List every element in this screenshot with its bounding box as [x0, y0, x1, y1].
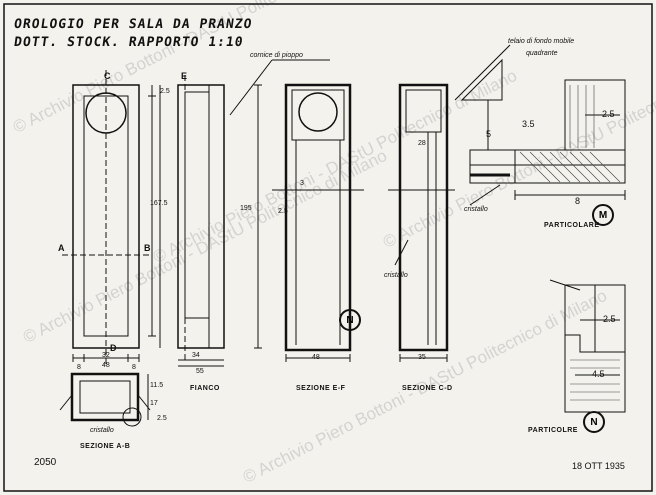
section-letter-b: B [144, 243, 151, 253]
dim-48-front: 48 [102, 362, 110, 369]
section-letter-c: C [104, 71, 111, 81]
note-cristallo-m: cristallo [464, 206, 488, 213]
title-line2: DOTT. STOCK. RAPPORTO 1:10 [12, 35, 245, 50]
dim-2-5-m: 2.5 [602, 109, 615, 119]
side-view [159, 59, 330, 367]
dim-3-ef: 3 [300, 180, 304, 187]
label-sezione-ab: SEZIONE A-B [80, 443, 131, 450]
section-ab [59, 372, 151, 427]
dim-3-5-m: 3.5 [522, 119, 535, 129]
dim-17: 17 [150, 400, 158, 407]
dim-34: 34 [192, 352, 200, 359]
dim-2-5: 2.5 [160, 88, 170, 95]
section-ef [272, 83, 364, 362]
dim-8-right: 8 [132, 364, 136, 371]
note-telaio: telaio di fondo mobile [508, 38, 575, 45]
dim-4-5-n: 4.5 [592, 369, 605, 379]
label-particolare-m: PARTICOLARE [544, 222, 600, 229]
note-quadrante: quadrante [526, 50, 558, 57]
dim-2-5-n: 2.5 [603, 314, 616, 324]
label-particolare-n: PARTICOLRE [528, 427, 578, 434]
label-sezione-ef: SEZIONE E-F [296, 385, 346, 392]
dim-35: 35 [418, 354, 426, 361]
detail-marker-m: M [592, 204, 614, 226]
dim-5-m: 5 [486, 129, 492, 139]
detail-n [549, 279, 626, 413]
dim-11-5: 11.5 [150, 382, 164, 389]
dim-25-ef: 2.5 [278, 208, 288, 215]
section-letter-d: D [110, 343, 117, 353]
dim-55: 55 [196, 368, 204, 375]
detail-marker-n: N [583, 411, 605, 433]
drawing-number: 2050 [34, 457, 57, 468]
title-line1: OROLOGIO PER SALA DA PRANZO [12, 17, 254, 32]
dim-height-front: 167.5 [150, 200, 168, 207]
section-marker-n: N [339, 309, 361, 331]
dim-8-m: 8 [575, 196, 581, 206]
note-cornice: cornice di pioppo [250, 52, 303, 59]
dim-28: 28 [418, 140, 426, 147]
section-letter-a: A [58, 243, 65, 253]
section-cd [388, 44, 511, 362]
section-letter-e: E [181, 71, 188, 81]
label-fianco: FIANCO [190, 385, 220, 392]
note-cristallo-ab: cristallo [90, 427, 114, 434]
label-sezione-cd: SEZIONE C-D [402, 385, 453, 392]
dim-2-5-ab: 2.5 [157, 415, 167, 422]
detail-m [460, 58, 626, 206]
drawing-date: 18 OTT 1935 [572, 461, 625, 471]
dim-height-total: 195 [240, 205, 252, 212]
front-view [62, 70, 156, 366]
dim-8-left: 8 [77, 364, 81, 371]
dim-48-section: 48 [312, 354, 320, 361]
dim-32: 32 [102, 352, 110, 359]
note-cristallo-cd: cristallo [384, 272, 408, 279]
